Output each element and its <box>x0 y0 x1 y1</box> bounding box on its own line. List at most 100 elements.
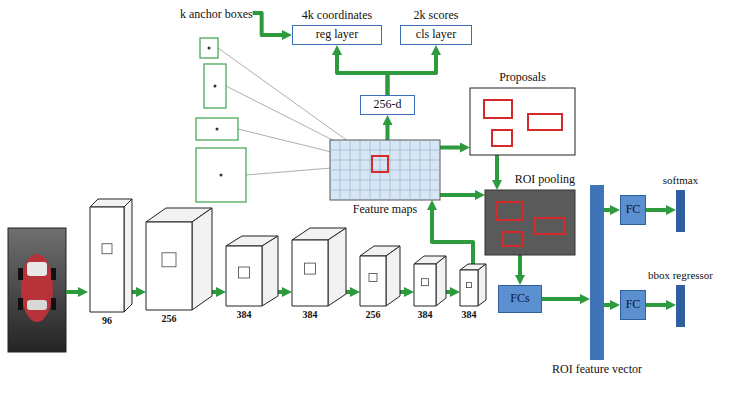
node-heading: 256 <box>162 313 177 325</box>
cuboid-face <box>146 222 192 310</box>
feature-map: Feature maps <box>330 140 440 200</box>
panel <box>485 190 575 255</box>
cuboid-face <box>478 264 486 306</box>
roi-pooling-map: ROI pooling <box>485 190 575 255</box>
region-box <box>484 100 512 118</box>
region-box <box>492 130 512 146</box>
anchor-dot <box>214 85 217 88</box>
car-wheel <box>51 268 56 280</box>
flow-arrow <box>604 208 612 212</box>
anchor-note: k anchor boxes <box>180 4 253 22</box>
anchor-boxes <box>196 38 246 202</box>
region-box <box>372 156 388 172</box>
flow-arrow <box>542 297 582 301</box>
region-box <box>503 232 523 246</box>
intermediate-layer-box: 256-d <box>360 95 415 115</box>
box-label: 256-d <box>374 98 402 112</box>
flow-arrow <box>495 155 499 182</box>
photo-frame <box>8 228 66 352</box>
bbox-output-bar: bbox regressor <box>676 285 685 327</box>
cuboid-face <box>124 199 132 312</box>
cuboid-face <box>386 246 400 306</box>
car-wheel <box>18 268 23 280</box>
cuboid-face <box>414 264 436 306</box>
box-label: cls layer <box>416 28 456 42</box>
conv-cuboid <box>414 256 446 306</box>
box-label: FCs <box>510 292 529 306</box>
node-heading: 384 <box>303 309 318 321</box>
box-label: k anchor boxes <box>180 7 253 21</box>
cuboid-face <box>460 270 478 306</box>
cuboid-face <box>90 207 124 312</box>
flow-arrow <box>440 193 477 197</box>
cuboid-face <box>262 236 278 306</box>
flow-arrow <box>446 290 452 294</box>
node-heading: 256 <box>366 309 381 321</box>
kernel-square <box>162 253 176 267</box>
flow-arrow <box>604 303 612 307</box>
anchor-dot <box>216 128 219 131</box>
node-heading: ROI pooling <box>515 173 575 187</box>
node-heading: 4k coordinates <box>302 9 372 23</box>
region-box <box>497 202 523 220</box>
conv-cuboid <box>226 236 278 306</box>
flow-arrow <box>518 255 522 277</box>
anchor-centres <box>208 47 223 177</box>
conv-cuboid <box>292 228 346 306</box>
grid-line <box>330 160 440 161</box>
fc-box: FC <box>620 290 646 320</box>
flow-arrow <box>278 290 284 294</box>
kernel-square <box>305 263 316 274</box>
proposals-panel <box>470 88 575 155</box>
kernel-square <box>369 274 377 282</box>
feature-map-grid <box>330 140 440 200</box>
roi-pooling-panel <box>485 190 575 255</box>
fc-stack-box: FCs <box>498 285 542 313</box>
cuboid-face <box>292 240 328 306</box>
cuboid-face <box>226 246 262 306</box>
conv-layer: 384 <box>460 264 486 306</box>
roi-feature-vector-bar: ROI feature vector <box>590 185 604 360</box>
region-box <box>535 218 565 234</box>
softmax-output-bar: softmax <box>676 190 685 232</box>
node-heading: 384 <box>237 309 252 321</box>
panel <box>330 140 440 200</box>
flow-arrow <box>386 123 390 140</box>
conv-cuboid <box>146 208 212 310</box>
conv-layer: 384 <box>226 236 278 306</box>
conv-layer: 256 <box>146 208 212 310</box>
car-window <box>27 262 47 276</box>
node-heading: 384 <box>418 309 433 321</box>
flow-arrow <box>646 303 668 307</box>
conv-layer: 384 <box>414 256 446 306</box>
flow-arrow <box>253 13 284 35</box>
kernel-square <box>422 279 429 286</box>
car-window <box>27 300 47 310</box>
panel <box>470 88 575 155</box>
anchor-box <box>200 38 218 58</box>
input-image <box>8 228 66 352</box>
cuboid-face <box>360 256 386 306</box>
flow-arrow <box>212 290 218 294</box>
box-label: FC <box>626 298 641 312</box>
anchor-box <box>196 118 238 140</box>
grid-line <box>330 180 440 181</box>
flow-arrow <box>400 290 406 294</box>
anchor-dot <box>220 174 223 177</box>
node-heading: ROI feature vector <box>552 363 642 377</box>
car-wheel <box>18 298 23 310</box>
kernel-square <box>102 244 112 254</box>
anchor-dot <box>208 47 211 50</box>
kernel-square <box>239 267 250 278</box>
conv-cuboid <box>460 264 486 306</box>
node-heading: 96 <box>102 315 112 327</box>
grid-line <box>330 170 440 171</box>
cuboid-face <box>436 256 446 306</box>
flow-arrow <box>388 53 437 95</box>
node-heading: softmax <box>663 174 698 187</box>
node-heading: 384 <box>462 309 477 321</box>
car-wheel <box>51 298 56 310</box>
grid-line <box>330 190 440 191</box>
node-heading: Feature maps <box>353 203 417 217</box>
flow-arrow <box>440 146 462 150</box>
